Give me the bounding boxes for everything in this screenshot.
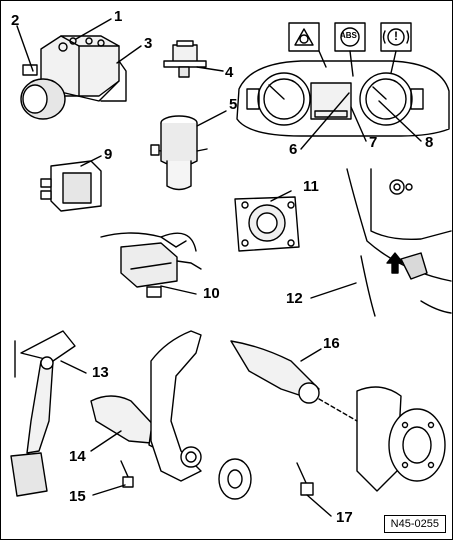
- callout-13: 13: [92, 364, 109, 381]
- speed-sensor-connector: [163, 40, 224, 78]
- brake-lamp-exclamation: !: [394, 29, 398, 43]
- vacuum-pump: [150, 110, 227, 191]
- sensor-unit-10: [100, 232, 202, 298]
- callout-16: 16: [323, 335, 340, 352]
- callout-5: 5: [229, 96, 238, 113]
- callout-12: 12: [286, 290, 303, 307]
- callout-9: 9: [104, 146, 113, 163]
- callout-3: 3: [144, 35, 153, 52]
- callout-11: 11: [303, 178, 319, 195]
- front-axle-assembly: [90, 330, 252, 500]
- brake-pedal: [10, 330, 87, 497]
- brake-light-switch-area: [310, 168, 452, 317]
- figure-code: N45-0255: [383, 515, 446, 533]
- instrument-cluster: [236, 22, 450, 150]
- callout-7: 7: [369, 134, 378, 151]
- abs-lamp-text: ABS: [340, 31, 357, 40]
- callout-1: 1: [114, 8, 123, 25]
- callout-15: 15: [69, 488, 86, 505]
- callout-6: 6: [289, 141, 298, 158]
- callout-14: 14: [69, 448, 86, 465]
- callout-2: 2: [11, 12, 20, 29]
- rear-axle-assembly: [230, 340, 446, 517]
- callout-10: 10: [203, 285, 220, 302]
- abs-hydraulic-unit: [16, 18, 142, 120]
- callout-8: 8: [425, 134, 434, 151]
- switch: [40, 155, 102, 212]
- callout-17: 17: [336, 509, 353, 526]
- steering-angle-sensor: [234, 190, 300, 252]
- callout-4: 4: [225, 64, 234, 81]
